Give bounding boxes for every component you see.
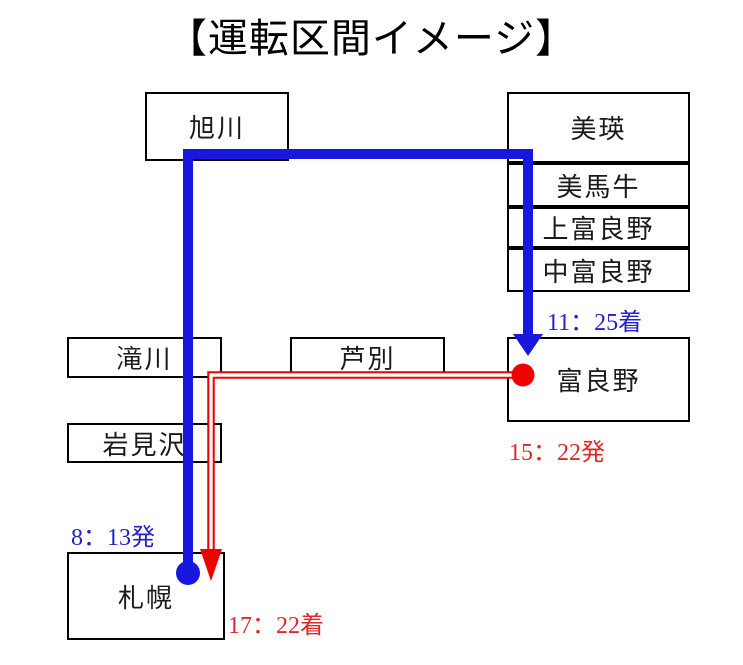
sapporo-arrival-time: 17：22着 bbox=[228, 613, 324, 639]
station-box-sapporo: 札幌 bbox=[67, 552, 225, 640]
station-box-bibaushi: 美馬牛 bbox=[507, 163, 690, 207]
red-route-line bbox=[207, 371, 521, 551]
station-label-ashibetsu: 芦別 bbox=[339, 345, 396, 374]
station-label-takikawa: 滝川 bbox=[116, 345, 173, 374]
station-box-kamifurano: 上富良野 bbox=[507, 207, 690, 248]
station-label-furano: 富良野 bbox=[556, 367, 641, 396]
station-box-takikawa: 滝川 bbox=[67, 337, 222, 378]
station-box-biei: 美瑛 bbox=[507, 92, 690, 163]
station-label-sapporo: 札幌 bbox=[117, 583, 174, 613]
station-label-biei: 美瑛 bbox=[570, 115, 627, 144]
red-route-line-core bbox=[209, 373, 521, 551]
station-box-nakafurano: 中富良野 bbox=[507, 248, 690, 292]
furano-departure-time: 15：22発 bbox=[509, 440, 605, 466]
station-box-asahikawa: 旭川 bbox=[145, 92, 289, 161]
station-label-bibaushi: 美馬牛 bbox=[556, 172, 641, 202]
page-title: 【運転区間イメージ】 bbox=[166, 16, 577, 61]
station-label-kamifurano: 上富良野 bbox=[542, 215, 655, 244]
furano-arrival-time: 11：25着 bbox=[547, 310, 643, 336]
station-label-asahikawa: 旭川 bbox=[188, 114, 245, 143]
station-box-furano: 富良野 bbox=[507, 337, 690, 422]
sapporo-departure-time: 8：13発 bbox=[71, 525, 155, 551]
station-box-ashibetsu: 芦別 bbox=[290, 337, 445, 378]
station-label-iwamizawa: 岩見沢 bbox=[102, 430, 187, 460]
station-box-iwamizawa: 岩見沢 bbox=[67, 423, 222, 463]
station-label-nakafurano: 中富良野 bbox=[542, 257, 655, 287]
